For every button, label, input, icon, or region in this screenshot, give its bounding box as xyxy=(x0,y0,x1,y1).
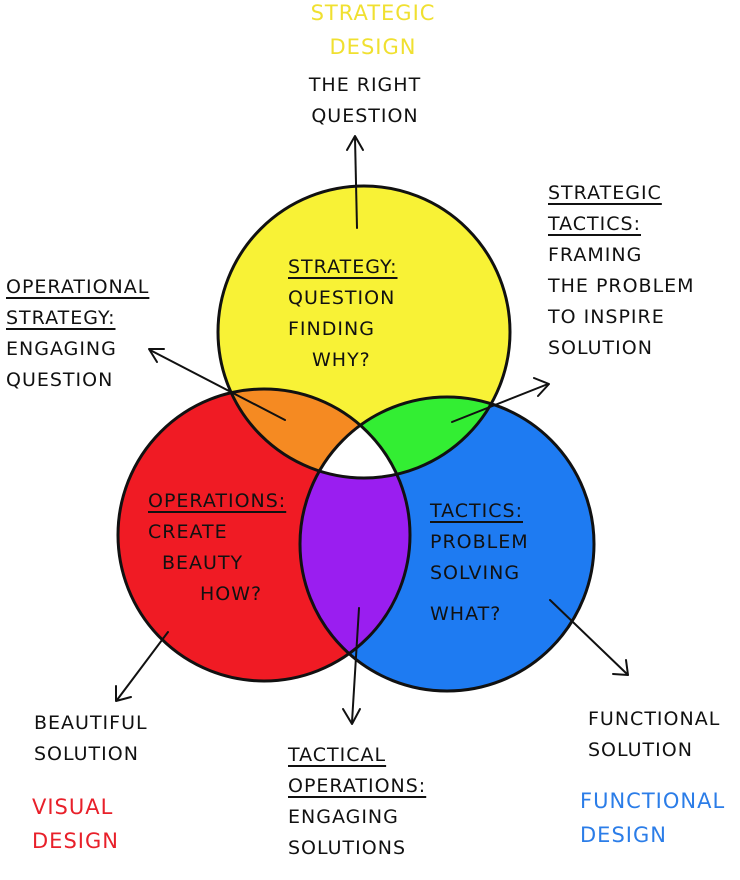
visual-design-label: Visual Design xyxy=(32,790,119,858)
operations-title: Operations: xyxy=(148,490,287,512)
arrow-operational-strategy xyxy=(148,348,286,421)
tactics-label: Tactics: Problem solving What? xyxy=(430,496,529,630)
arrow-functional-design xyxy=(549,599,629,676)
right-question-line2: question xyxy=(311,105,419,127)
operations-circle-outline xyxy=(116,387,412,683)
visual-design-line1: Visual xyxy=(32,795,114,819)
right-question-line1: The right xyxy=(308,74,422,96)
arrow-strategic-tactics xyxy=(451,377,550,423)
arrow-up-strategic-design xyxy=(346,135,364,229)
arrow-visual-design xyxy=(115,631,169,702)
strategic-tactics-line4: solution xyxy=(548,337,653,359)
right-question-label: The right question xyxy=(280,70,450,132)
operations-label: Operations: Create Beauty How? xyxy=(148,486,286,610)
strategy-line2: finding xyxy=(288,318,375,340)
tactics-line2: solving xyxy=(430,562,521,584)
strategic-tactics-label: Strategic tactics: Framing the problem t… xyxy=(548,178,695,364)
operational-strategy-title2: Strategy: xyxy=(6,307,116,329)
beautiful-solution-label: Beautiful solution xyxy=(34,708,148,770)
tactical-operations-line2: solutions xyxy=(288,837,406,859)
strategic-design-line2: Design xyxy=(329,35,417,59)
tactical-operations-title2: operations: xyxy=(288,775,427,797)
tactical-operations-line1: Engaging xyxy=(288,806,399,828)
functional-solution-label: Functional solution xyxy=(588,704,720,766)
strategy-label: Strategy: Question finding Why? xyxy=(288,252,398,376)
beautiful-solution-line2: solution xyxy=(34,743,139,765)
strategic-tactics-line1: Framing xyxy=(548,244,643,266)
strategy-title: Strategy: xyxy=(288,256,398,278)
arrow-tactical-operations xyxy=(342,607,361,725)
visual-design-line2: Design xyxy=(32,829,119,853)
beautiful-solution-line1: Beautiful xyxy=(34,712,148,734)
tactics-line1: Problem xyxy=(430,531,529,553)
strategy-line1: Question xyxy=(288,287,396,309)
functional-design-line2: Design xyxy=(580,823,667,847)
functional-design-label: Functional Design xyxy=(580,784,725,852)
strategic-tactics-line3: to inspire xyxy=(548,306,665,328)
operations-line2: Beauty xyxy=(162,552,244,574)
operations-line3: How? xyxy=(200,583,263,605)
strategy-circle-outline xyxy=(216,184,512,480)
tactics-title: Tactics: xyxy=(430,500,523,522)
strategic-tactics-line2: the problem xyxy=(548,275,695,297)
operational-strategy-title1: Operational xyxy=(6,276,150,298)
strategy-line3: Why? xyxy=(312,349,371,371)
operational-strategy-line2: question xyxy=(6,369,114,391)
tactical-operations-label: Tactical operations: Engaging solutions xyxy=(288,740,426,864)
tactics-circle-outline xyxy=(298,395,596,693)
operational-strategy-line1: Engaging xyxy=(6,338,117,360)
center-overlap xyxy=(300,397,410,478)
tactics-line3: What? xyxy=(430,603,502,625)
functional-solution-line2: solution xyxy=(588,739,693,761)
strategic-design-label: Strategic Design xyxy=(288,0,458,64)
functional-solution-line1: Functional xyxy=(588,708,721,730)
tactical-operations-title1: Tactical xyxy=(288,744,387,766)
strategic-tactics-title2: tactics: xyxy=(548,213,641,235)
operations-line1: Create xyxy=(148,521,228,543)
functional-design-line1: Functional xyxy=(580,789,726,813)
operational-strategy-label: Operational Strategy: Engaging question xyxy=(6,272,149,396)
strategic-tactics-title1: Strategic xyxy=(548,182,662,204)
strategic-design-line1: Strategic xyxy=(310,1,436,25)
